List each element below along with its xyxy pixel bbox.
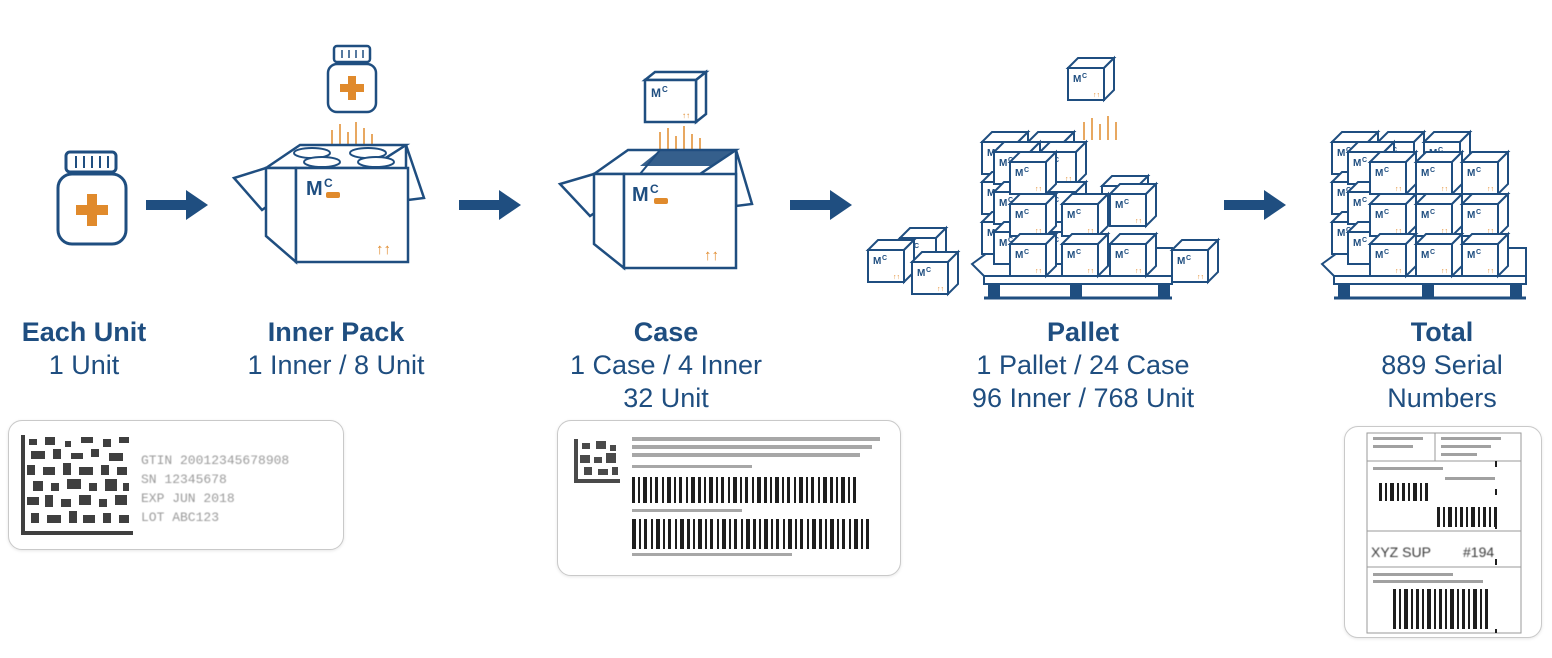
stage-title: Inner Pack xyxy=(267,317,405,347)
stage-detail: Numbers xyxy=(1387,383,1497,413)
stage-detail: 96 Inner / 768 Unit xyxy=(971,383,1195,413)
svg-text:M: M xyxy=(632,184,649,206)
svg-text:C: C xyxy=(662,85,668,94)
svg-text:↑↑: ↑↑ xyxy=(376,241,391,258)
stage-title: Pallet xyxy=(1046,317,1120,347)
pallet-label-card: XYZ SUP #194 xyxy=(1344,426,1542,638)
label-gtin: GTIN 20012345678908 xyxy=(141,453,290,468)
svg-text:C: C xyxy=(650,182,659,196)
stage-detail: 1 Pallet / 24 Case xyxy=(976,350,1190,380)
stage-caption-each-unit: Each Unit 1 Unit xyxy=(22,316,147,382)
stage-caption-case: Case 1 Case / 4 Inner 32 Unit xyxy=(570,316,762,415)
stage-detail: 889 Serial xyxy=(1381,350,1503,380)
stage-title: Case xyxy=(633,317,699,347)
unit-label-card: GTIN 20012345678908 SN 12345678 EXP JUN … xyxy=(8,420,344,550)
case-icon: M C ↑↑ M C ↑↑ xyxy=(557,69,754,271)
label-expiry: EXP JUN 2018 xyxy=(141,491,235,506)
stage-title: Total xyxy=(1410,317,1474,347)
bottle-icon xyxy=(56,150,128,246)
arrow-right-icon xyxy=(790,190,852,220)
case-label-graphic xyxy=(574,437,880,556)
stage-caption-inner-pack: Inner Pack 1 Inner / 8 Unit xyxy=(247,316,424,382)
pallet-label-graphic xyxy=(1366,432,1522,634)
svg-text:M: M xyxy=(651,86,661,100)
stage-caption-pallet: Pallet 1 Pallet / 24 Case 96 Inner / 768… xyxy=(972,316,1194,415)
label-serial: SN 12345678 xyxy=(141,472,227,487)
datamatrix-barcode-icon xyxy=(21,435,133,535)
arrow-right-icon xyxy=(146,190,208,220)
arrow-right-icon xyxy=(459,190,521,220)
stage-detail: 1 Case / 4 Inner xyxy=(569,350,763,380)
svg-text:C: C xyxy=(324,176,333,190)
stage-caption-total: Total 889 Serial Numbers xyxy=(1381,316,1503,415)
stage-detail: 1 Inner / 8 Unit xyxy=(247,350,425,380)
pallet-icon xyxy=(867,57,1219,300)
full-pallet-icon xyxy=(1320,131,1527,300)
label-lot: LOT ABC123 xyxy=(141,510,220,525)
stage-detail: 32 Unit xyxy=(623,383,709,413)
hierarchy-icons: M C ↑↑ xyxy=(56,44,1527,300)
svg-text:↑↑: ↑↑ xyxy=(682,111,690,120)
pallet-label-supplier: XYZ SUP xyxy=(1371,544,1431,560)
svg-text:M: M xyxy=(306,178,323,200)
arrow-right-icon xyxy=(1224,190,1286,220)
stage-detail: 1 Unit xyxy=(48,350,120,380)
stage-title: Each Unit xyxy=(21,317,147,347)
svg-text:↑↑: ↑↑ xyxy=(704,247,719,264)
pallet-label-code: #194 xyxy=(1463,544,1495,560)
inner-pack-icon: M C ↑↑ xyxy=(231,44,426,265)
case-label-card xyxy=(557,420,901,576)
